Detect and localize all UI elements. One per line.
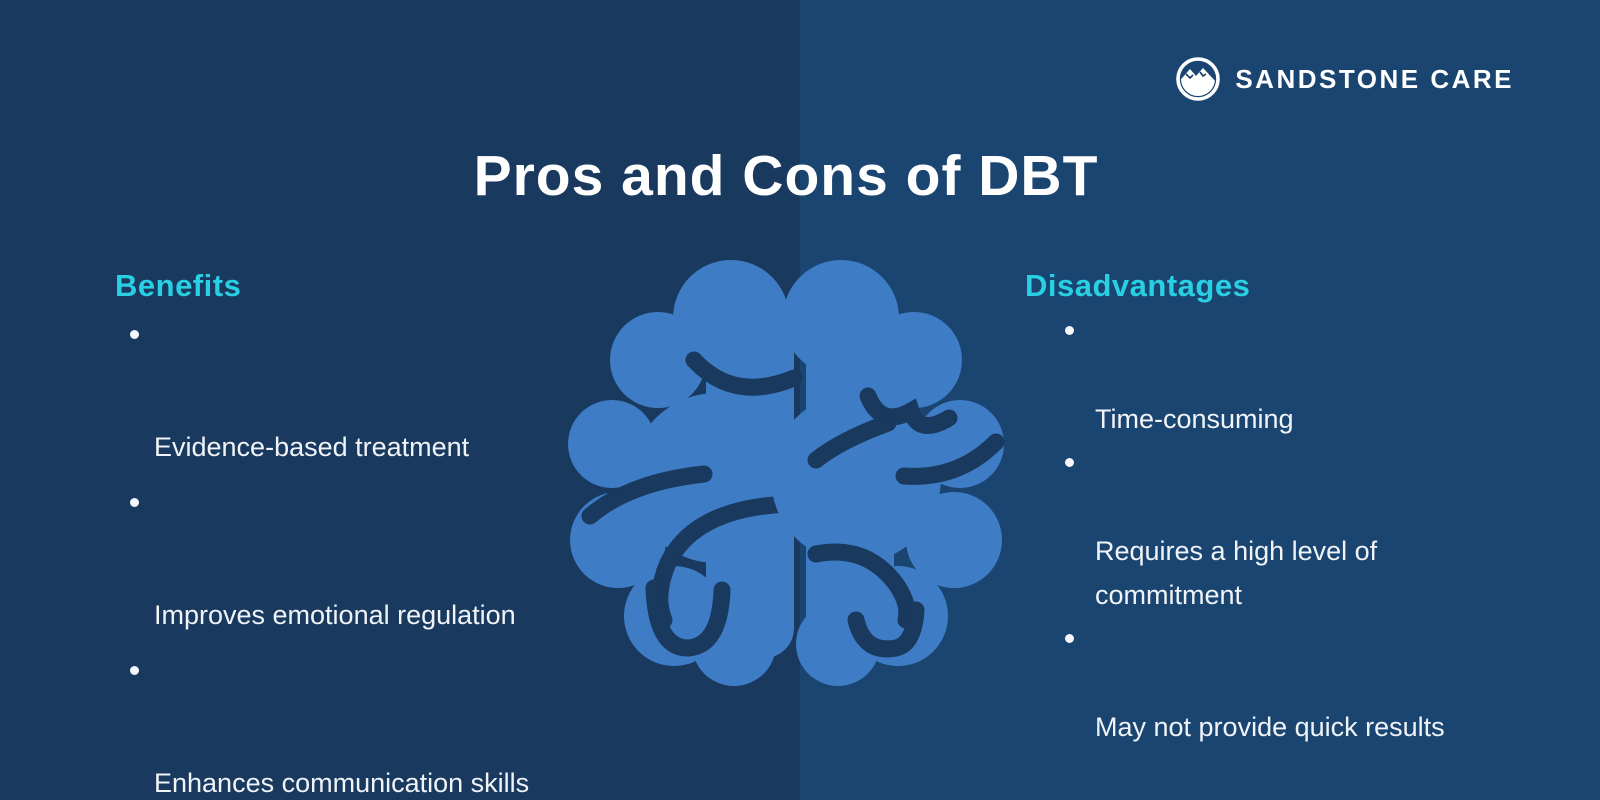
mountain-circle-icon xyxy=(1176,57,1221,101)
disadvantage-item-text: Requires a high level of commitment xyxy=(1095,536,1378,610)
bullet-icon xyxy=(1065,458,1074,467)
disadvantages-list: Time-consuming Requires a high level of … xyxy=(1025,309,1485,749)
benefits-heading: Benefits xyxy=(115,268,242,303)
benefits-section: Benefits Evidence-based treatment Improv… xyxy=(115,268,595,800)
brand-logo: SANDSTONE CARE xyxy=(1174,55,1514,103)
bullet-icon xyxy=(1065,326,1074,335)
benefit-item-text: Enhances communication skills xyxy=(154,768,530,798)
bullet-icon xyxy=(130,498,139,507)
benefits-list: Evidence-based treatment Improves emotio… xyxy=(115,307,595,800)
page-title: Pros and Cons of DBT xyxy=(473,144,1099,208)
brand-name: SANDSTONE CARE xyxy=(1235,63,1514,94)
bullet-icon xyxy=(1065,634,1074,643)
disadvantages-heading: Disadvantages xyxy=(1025,268,1251,303)
benefit-item-text: Improves emotional regulation xyxy=(154,600,516,630)
bullet-icon xyxy=(130,666,139,675)
brain-icon xyxy=(568,260,1005,686)
benefit-item: Evidence-based treatment xyxy=(130,307,595,475)
disadvantages-section: Disadvantages Time-consuming Requires a … xyxy=(1025,268,1485,749)
benefit-item: Enhances communication skills xyxy=(130,643,595,800)
bullet-icon xyxy=(130,330,139,339)
benefit-item: Improves emotional regulation xyxy=(130,475,595,643)
benefit-item-text: Evidence-based treatment xyxy=(154,432,470,462)
disadvantage-item: May not provide quick results xyxy=(1065,617,1485,749)
disadvantage-item: Requires a high level of commitment xyxy=(1065,441,1485,617)
disadvantage-item: Time-consuming xyxy=(1065,309,1485,441)
disadvantage-item-text: Time-consuming xyxy=(1095,404,1294,434)
disadvantage-item-text: May not provide quick results xyxy=(1095,712,1445,742)
